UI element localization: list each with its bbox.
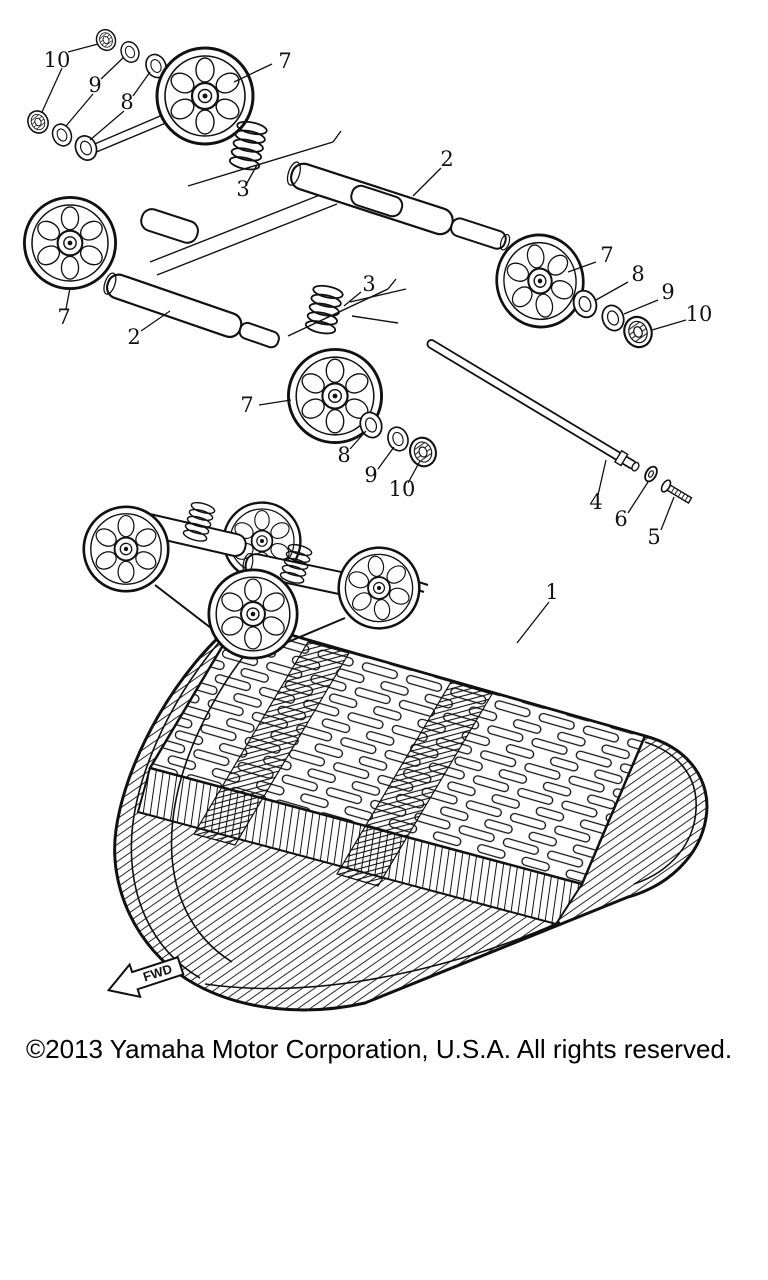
collar-10-right bbox=[619, 311, 657, 353]
bogie-assembly bbox=[82, 499, 429, 660]
callout-8-right: 8 bbox=[631, 262, 644, 286]
track-clip-band-1 bbox=[193, 641, 350, 846]
collar-8b bbox=[70, 131, 102, 165]
bearing-9-middle bbox=[383, 423, 413, 455]
callout-1: 1 bbox=[545, 580, 558, 604]
callout-leader-lines bbox=[41, 43, 687, 644]
washer bbox=[644, 465, 658, 483]
callout-6: 6 bbox=[614, 507, 627, 531]
track-tread-pattern bbox=[150, 620, 645, 884]
collar-set-right bbox=[569, 286, 657, 353]
callout-7-top: 7 bbox=[278, 49, 291, 73]
bolt bbox=[660, 479, 693, 504]
track-belt-illustration bbox=[113, 618, 709, 1012]
bogie-wheel-front bbox=[207, 568, 299, 660]
callout-5: 5 bbox=[647, 525, 660, 549]
slide-axle-left-stub bbox=[140, 208, 199, 244]
callout-9-upper: 9 bbox=[88, 73, 101, 97]
callout-7-right: 7 bbox=[600, 243, 613, 267]
collar-10a bbox=[92, 25, 120, 55]
bogie-wheel-left bbox=[82, 505, 170, 593]
collar-10b bbox=[23, 106, 53, 138]
bearing-9b bbox=[48, 120, 76, 150]
collar-10-middle bbox=[405, 433, 441, 471]
track-wrap-lines bbox=[130, 621, 697, 990]
bearing-9-right bbox=[597, 301, 629, 335]
callout-10-right: 10 bbox=[686, 302, 713, 326]
callout-3-upper: 3 bbox=[236, 177, 249, 201]
bogie-wheel-right bbox=[332, 541, 426, 635]
guide-wheel-left bbox=[22, 195, 118, 291]
callout-9-middle: 9 bbox=[364, 463, 377, 487]
callout-4: 4 bbox=[589, 490, 602, 514]
fwd-arrow-icon bbox=[106, 956, 185, 999]
callout-10-upper: 10 bbox=[44, 48, 71, 72]
copyright-text: ©2013 Yamaha Motor Corporation, U.S.A. A… bbox=[26, 1034, 733, 1064]
callout-10-middle: 10 bbox=[389, 477, 416, 501]
callout-labels: 10 9 8 7 2 3 7 8 9 10 3 2 7 7 8 9 10 4 6… bbox=[44, 48, 713, 604]
callout-8-middle: 8 bbox=[337, 443, 350, 467]
rear-axle-shaft bbox=[426, 339, 640, 472]
spring-middle bbox=[303, 282, 345, 337]
callout-7-left: 7 bbox=[57, 305, 70, 329]
track-clip-band-2 bbox=[336, 681, 493, 887]
linkage-rods bbox=[149, 130, 407, 337]
callout-2-lower: 2 bbox=[127, 325, 140, 349]
slide-axle-upper-stub bbox=[350, 184, 404, 218]
callout-3-middle: 3 bbox=[362, 272, 375, 296]
callout-2-upper: 2 bbox=[440, 147, 453, 171]
callout-8-upper: 8 bbox=[120, 90, 133, 114]
callout-9-right: 9 bbox=[661, 280, 674, 304]
collar-set-middle bbox=[355, 408, 441, 471]
guide-wheel-top bbox=[155, 46, 255, 146]
callout-7-middle: 7 bbox=[240, 393, 253, 417]
slide-axle-lower bbox=[103, 272, 280, 349]
fwd-arrow: FWD bbox=[106, 956, 185, 999]
bearing-9a bbox=[117, 38, 143, 66]
